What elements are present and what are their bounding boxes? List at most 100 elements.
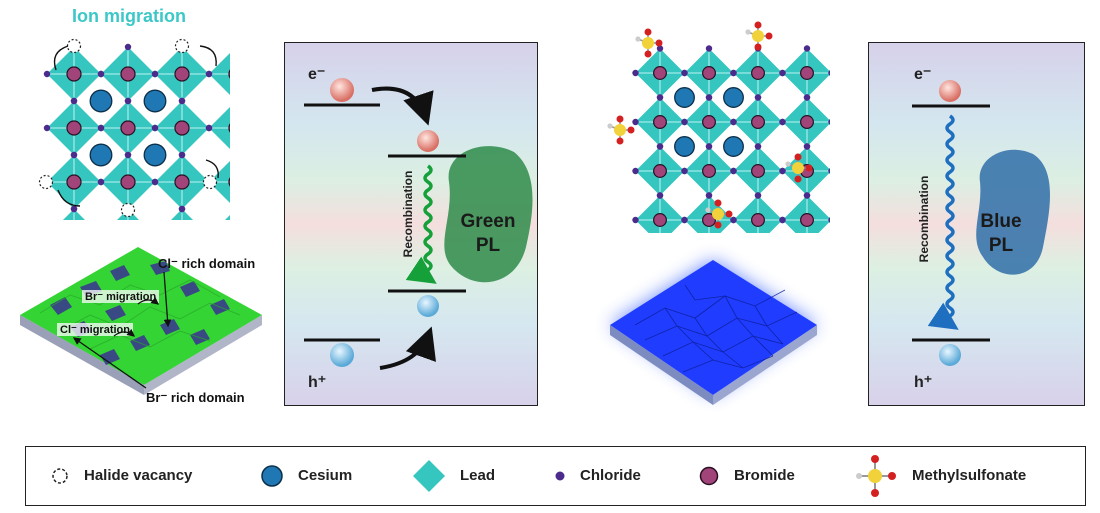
oxygen-atom xyxy=(644,28,652,36)
chloride-atom xyxy=(705,143,713,150)
legend-item-halide-vacancy: Halide vacancy xyxy=(50,447,192,504)
mixed-halide-film xyxy=(20,247,262,395)
chloride-atom xyxy=(151,70,159,78)
chloride-atom xyxy=(681,216,688,224)
oxygen-atom xyxy=(725,210,733,218)
bromide-atom xyxy=(702,164,716,178)
chloride-atom xyxy=(656,45,664,52)
chloride-atom xyxy=(632,167,639,175)
chloride-atom xyxy=(803,45,811,52)
legend-item-cesium: Cesium xyxy=(260,447,352,504)
dashed-circle-icon xyxy=(52,467,68,484)
chloride-atom xyxy=(803,143,811,150)
blue-electron-label: e⁻ xyxy=(914,66,932,83)
chloride-atom xyxy=(779,216,786,224)
chloride-atom xyxy=(730,69,737,77)
bromide-atom xyxy=(702,115,716,129)
chloride-atom xyxy=(178,205,186,213)
chloride-atom xyxy=(705,94,713,101)
bromide-atom xyxy=(653,115,667,129)
oxygen-atom xyxy=(714,199,722,207)
sulfur-atom xyxy=(752,30,764,42)
chloride-atom xyxy=(151,178,159,186)
bromide-atom xyxy=(120,66,136,82)
green-electron-label: e⁻ xyxy=(308,66,326,83)
chloride-atom xyxy=(43,124,51,132)
br-rich-domain-label: Br⁻ rich domain xyxy=(146,390,245,405)
chloride-atom xyxy=(151,124,159,132)
cesium-atom xyxy=(674,87,695,108)
chloride-atom xyxy=(124,43,132,51)
bromide-atom xyxy=(174,66,190,82)
bromide-atom xyxy=(66,66,82,82)
chloride-atom xyxy=(656,94,664,101)
migration-arrow xyxy=(205,159,219,179)
film-annotation-arrows xyxy=(72,271,172,389)
blue-energy-levels xyxy=(912,80,1051,366)
chloride-atom xyxy=(681,69,688,77)
methyl-group xyxy=(785,161,791,167)
cesium-atom xyxy=(674,136,695,157)
perovskite-lattice-defective xyxy=(38,38,230,220)
blue-recombination-label: Recombination xyxy=(917,175,931,263)
teal-diamond-icon xyxy=(413,459,445,492)
bromide-atom xyxy=(800,115,814,129)
oxygen-atom xyxy=(616,115,624,123)
bromide-atom xyxy=(653,66,667,80)
halide-vacancy xyxy=(66,38,82,54)
blue-pl-suffix: PL xyxy=(988,235,1014,256)
halide-vacancy xyxy=(38,174,54,190)
bromide-atom xyxy=(66,120,82,136)
halide-vacancy xyxy=(120,202,136,218)
ion-migration-title: Ion migration xyxy=(72,6,186,26)
chloride-atom xyxy=(803,94,811,101)
cl-migration-label: Cl⁻ migration xyxy=(57,323,133,336)
bromide-atom xyxy=(751,213,765,227)
magenta-circle-icon xyxy=(699,466,719,485)
lead-octahedron xyxy=(225,215,230,220)
chloride-atom xyxy=(70,97,78,105)
chloride-atom xyxy=(205,70,213,78)
chloride-atom xyxy=(681,167,688,175)
sulfur-atom xyxy=(642,37,654,49)
blue-hole-label: h⁺ xyxy=(914,374,933,391)
green-recombination-label: Recombination xyxy=(401,170,415,258)
chloride-atom xyxy=(656,192,664,199)
oxygen-atom xyxy=(644,50,652,58)
oxygen-atom xyxy=(794,153,802,161)
chloride-atom xyxy=(705,45,713,52)
blue-circle-icon xyxy=(261,464,283,487)
cesium-atom xyxy=(723,136,744,157)
migration-arrow xyxy=(53,45,69,71)
chloride-atom xyxy=(97,70,105,78)
oxygen-atom xyxy=(655,39,663,47)
bromide-atom xyxy=(702,66,716,80)
legend-item-chloride: Chloride xyxy=(554,447,641,504)
bromide-atom xyxy=(120,120,136,136)
bromide-atom xyxy=(653,213,667,227)
blue-pl-label: Blue PL xyxy=(966,210,1036,258)
cesium-atom xyxy=(89,89,113,113)
bromide-atom xyxy=(120,174,136,190)
bromide-atom xyxy=(228,177,230,187)
chloride-atom xyxy=(730,118,737,126)
bromide-atom xyxy=(702,213,716,227)
chloride-atom xyxy=(178,97,186,105)
bromide-atom xyxy=(66,174,82,190)
legend-label: Chloride xyxy=(580,467,641,484)
methyl-group xyxy=(745,29,751,35)
chloride-atom xyxy=(828,217,830,223)
legend-label: Lead xyxy=(460,467,496,484)
legend-label: Cesium xyxy=(298,467,353,484)
chloride-atom xyxy=(730,216,737,224)
oxygen-atom xyxy=(754,21,762,29)
methyl-group xyxy=(635,36,641,42)
green-hole-label: h⁺ xyxy=(308,374,327,391)
cesium-atom xyxy=(143,89,167,113)
migration-arrow xyxy=(199,45,217,67)
oxygen-atom xyxy=(794,175,802,183)
oxygen-atom xyxy=(805,164,813,172)
chloride-atom xyxy=(803,192,811,199)
chloride-atom xyxy=(70,205,78,213)
chloride-atom xyxy=(43,70,51,78)
